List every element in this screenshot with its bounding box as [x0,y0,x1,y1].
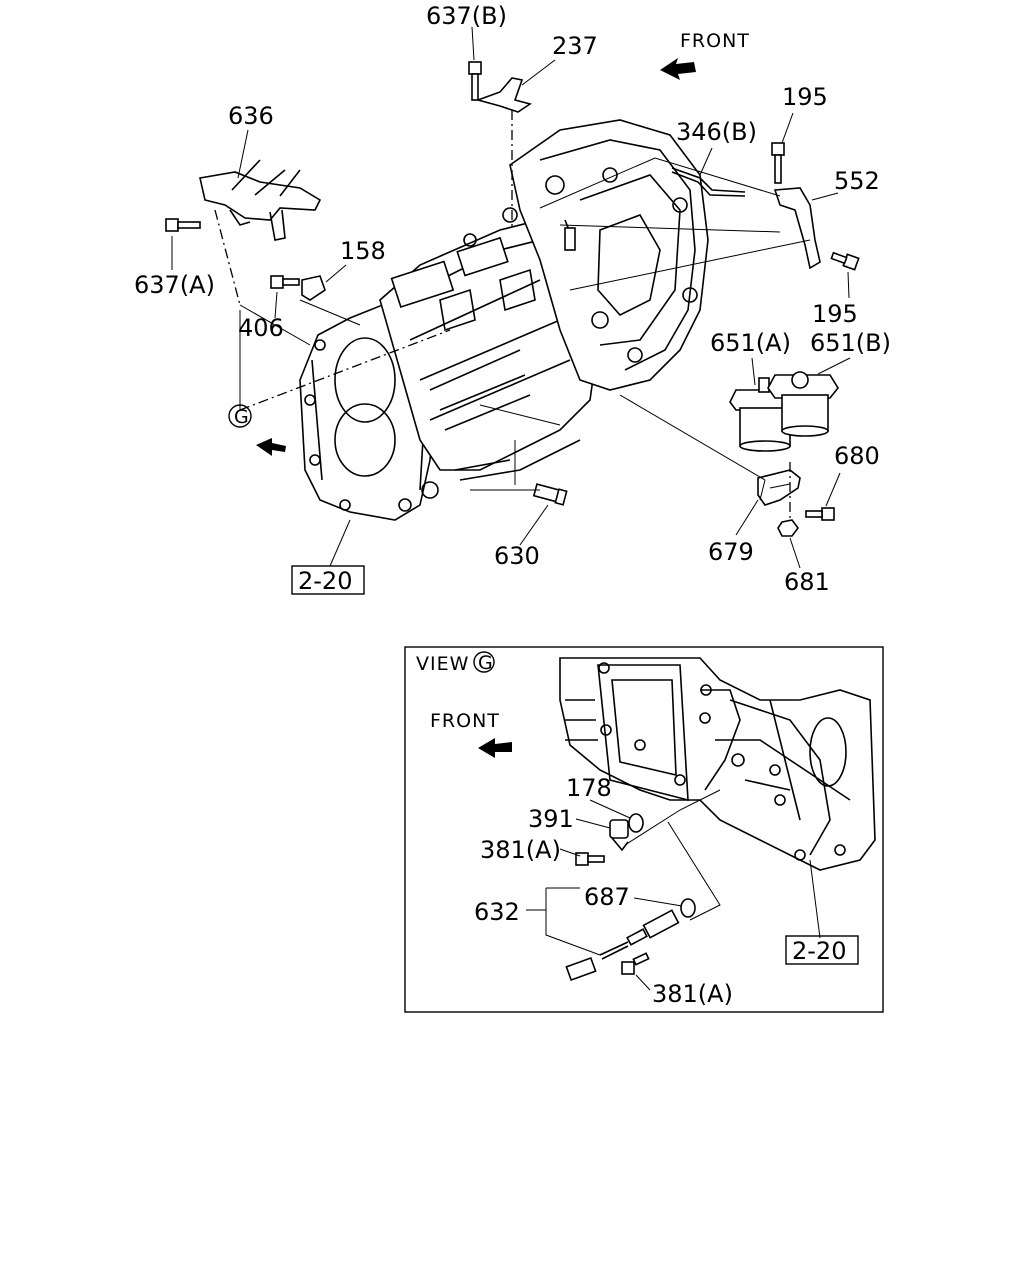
leader-g-view [239,329,451,411]
inset-view-marker [473,651,495,673]
label-237: 237 [552,32,598,60]
bracket-552 [773,187,821,270]
label-158: 158 [340,237,386,265]
bolt-195-top [771,142,785,184]
sensor-630 [532,483,568,506]
bolt-406 [270,275,300,289]
label-346b: 346(B) [676,118,757,146]
bolt-381a-top [575,852,605,866]
label-687: 687 [584,883,630,911]
label-ref-inset: 2-20 [792,937,846,965]
harness-bracket-636 [199,159,322,241]
label-195-bottom: 195 [812,300,858,328]
ref-box-2-20-upper [291,565,365,595]
label-195-top: 195 [782,83,828,111]
label-651b: 651(B) [810,329,891,357]
label-636: 636 [228,102,274,130]
front-arrow-icon [660,58,696,80]
label-front-upper: FRONT [680,30,750,52]
leader-630-box [470,440,540,491]
label-leaders-upper [171,26,851,569]
o-ring-178 [628,813,644,833]
bracket-237 [475,77,532,113]
label-g-marker: G [234,406,250,428]
leader-ref-upper [329,519,351,567]
view-g-arrow-icon [256,438,286,456]
label-ref-upper: 2-20 [298,567,352,595]
speed-sensor-632 [565,909,680,982]
inset-case-detail [559,657,876,871]
bracket-679 [757,469,801,506]
label-552: 552 [834,167,880,195]
clip-158 [301,275,326,301]
label-406: 406 [238,314,284,342]
sensor-391 [609,819,629,852]
bolt-637a [165,218,201,232]
label-leaders-inset [526,789,821,991]
view-g-inset-frame [404,646,884,1013]
leader-636 [214,209,241,306]
label-637a: 637(A) [134,271,215,299]
view-g-marker [228,404,252,428]
label-679: 679 [708,538,754,566]
label-view: VIEW [416,653,469,675]
bolt-680 [805,507,835,521]
transmission-assembly [299,119,709,521]
label-391: 391 [528,805,574,833]
leader-552-long [569,239,811,291]
bolt-381a-bottom [621,952,650,975]
bolt-637b [468,61,482,101]
label-680: 680 [834,442,880,470]
label-632: 632 [474,898,520,926]
label-front-inset: FRONT [430,710,500,732]
label-651a: 651(A) [710,329,791,357]
pipe-346b [671,167,746,197]
label-681: 681 [784,568,830,596]
mount-651b [767,371,839,437]
inset-front-arrow-icon [478,738,512,758]
label-view-marker: G [478,652,494,674]
leader-679-long [479,394,766,481]
leader-lines-346 [539,157,781,233]
mount-651a [729,377,796,452]
ref-box-2-20-inset [785,935,859,965]
label-630: 630 [494,542,540,570]
label-381a-bottom: 381(A) [652,980,733,1008]
nut-681 [777,519,799,537]
label-381a-top: 381(A) [480,836,561,864]
label-178: 178 [566,774,612,802]
bolt-195-bottom [830,251,860,271]
o-ring-687 [680,898,696,918]
leader-158 [239,299,361,346]
label-637b: 637(B) [426,2,507,30]
